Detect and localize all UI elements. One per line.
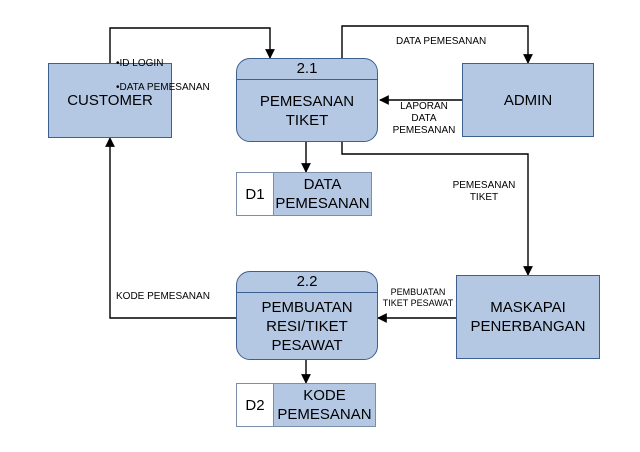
flow-customer-to-pemesanan (109, 27, 275, 63)
flow-label-maskapai-to-pembuatan: PEMBUATAN TIKET PESAWAT (382, 287, 454, 308)
datastore-d1-name: DATA PEMESANAN (274, 173, 371, 215)
flow-label-pemesanan-to-admin: DATA PEMESANAN (396, 36, 487, 47)
entity-admin-label: ADMIN (503, 91, 553, 109)
entity-admin[interactable]: ADMIN (462, 63, 594, 137)
flow-label-customer-to-pemesanan: ID LOGIN DATA PEMESANAN (116, 34, 210, 118)
flow-pemesanan-to-admin (341, 25, 533, 64)
process-pembuatan-id: 2.2 (237, 272, 377, 293)
process-pemesanan-tiket[interactable]: 2.1 PEMESANAN TIKET (236, 58, 378, 142)
process-pembuatan-label: PEMBUATAN RESI/TIKET PESAWAT (261, 299, 353, 354)
process-pembuatan-resi[interactable]: 2.2 PEMBUATAN RESI/TIKET PESAWAT (236, 271, 378, 360)
process-pemesanan-id: 2.1 (237, 59, 377, 80)
flow-label-pembuatan-to-customer: KODE PEMESANAN (116, 291, 210, 302)
flow-label-pemesanan-to-maskapai: PEMESANAN TIKET (452, 180, 516, 203)
flow-pembuatan-to-customer (105, 137, 236, 319)
entity-customer[interactable]: CUSTOMER (48, 63, 172, 138)
datastore-d1[interactable]: D1 DATA PEMESANAN (236, 172, 372, 216)
flow-pemesanan-to-maskapai (341, 142, 533, 276)
datastore-d1-id: D1 (237, 173, 274, 215)
datastore-d2[interactable]: D2 KODE PEMESANAN (236, 383, 376, 427)
entity-maskapai[interactable]: MASKAPAI PENERBANGAN (456, 275, 600, 359)
datastore-d2-name: KODE PEMESANAN (274, 384, 375, 426)
flow-label-id-login: ID LOGIN (116, 58, 210, 70)
datastore-d2-id: D2 (237, 384, 274, 426)
flow-label-admin-to-pemesanan: LAPORAN DATA PEMESANAN (392, 101, 456, 136)
process-pemesanan-label: PEMESANAN TIKET (259, 93, 355, 129)
entity-maskapai-label: MASKAPAI PENERBANGAN (470, 299, 586, 335)
flow-label-data-pemesanan-bullet: DATA PEMESANAN (116, 82, 210, 94)
entity-customer-label: CUSTOMER (67, 92, 153, 109)
